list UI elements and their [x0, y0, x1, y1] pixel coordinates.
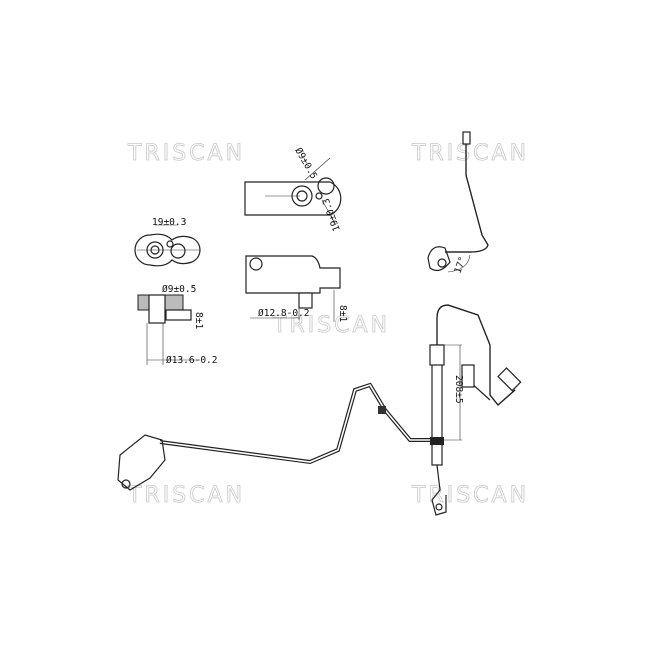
fitting-left-plate: 19±0.3	[134, 217, 201, 267]
fitting-top-view: Ø9±0.5 19±0.3	[244, 146, 343, 233]
watermark: TRISCAN	[411, 483, 529, 508]
hole-spacing-label: 19±0.3	[152, 217, 186, 228]
hose-length-label: 208±5	[453, 375, 464, 404]
pipe-small-view: 17°	[427, 131, 489, 275]
fitting-right-side: Ø12.8-0.2 8±1	[245, 255, 348, 322]
bore-dia-left-label: Ø9±0.5	[162, 284, 196, 295]
outer-dia-left-label: Ø13.6-0.2	[166, 355, 217, 366]
brake-line-assembly: 208±5	[117, 304, 522, 516]
outer-dia-right-label: Ø12.8-0.2	[258, 308, 309, 319]
watermark: TRISCAN	[127, 141, 245, 166]
height-left-label: 8±1	[193, 312, 204, 329]
angle-label: 17°	[452, 255, 468, 275]
watermark: TRISCAN	[272, 313, 390, 338]
fitting-left-section: Ø9±0.5 Ø13.6-0.2 8±1	[137, 284, 217, 366]
bore-dia-top-label: Ø9±0.5	[292, 146, 319, 181]
watermark: TRISCAN	[411, 141, 529, 166]
watermark: TRISCAN	[127, 483, 245, 508]
height-right-label: 8±1	[337, 305, 348, 322]
